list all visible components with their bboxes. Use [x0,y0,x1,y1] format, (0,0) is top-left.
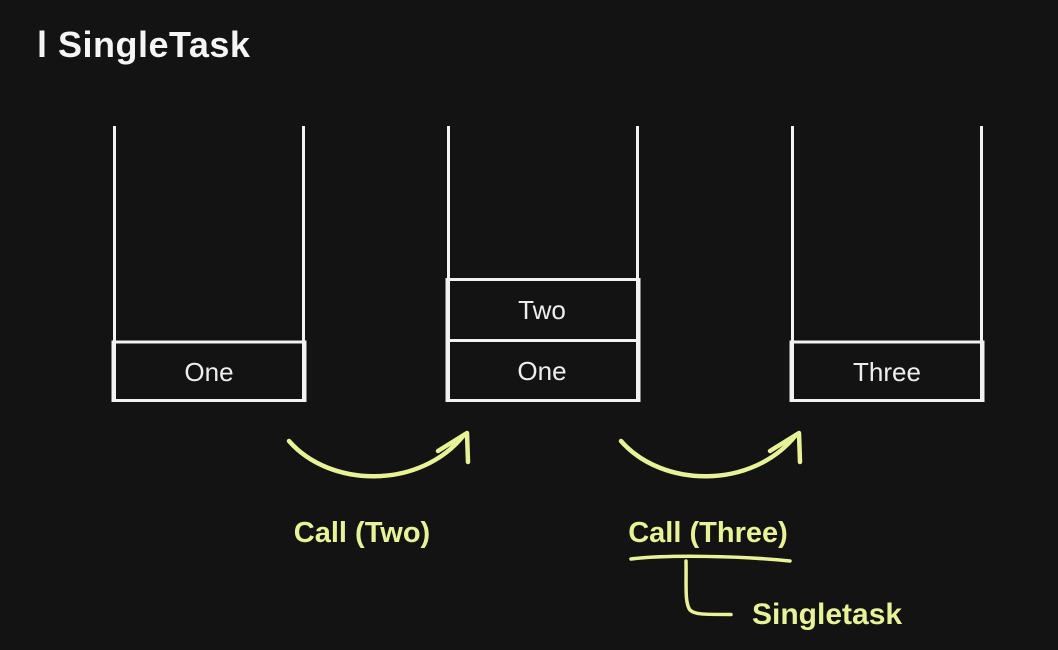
underline-stroke [629,554,792,563]
call-arrow-two: Call (Three) [618,430,803,549]
call-arrow-one: Call (Two) [286,430,471,549]
curved-arrow-icon [286,432,467,479]
call-label: Call (Two) [294,517,430,549]
page-title: l SingleTask [37,24,251,65]
arrowhead-icon [767,430,803,465]
stack-item-label: One [517,356,566,386]
task-stack-middle: Two One [445,126,641,402]
annotation-label: Singletask [752,598,902,631]
arrowhead-icon [435,430,471,465]
curved-arrow-icon [618,432,799,479]
task-stack-right: Three [789,126,985,402]
task-stack-left: One [111,126,307,402]
stack-item-label: Three [853,357,921,387]
connector-stroke [684,559,733,617]
call-label: Call (Three) [628,517,788,549]
stack-item-label: One [184,357,233,387]
stack-item-box [789,340,985,402]
annotation-group: Singletask [629,554,902,631]
stack-item-box [111,340,307,402]
stack-item-label: Two [518,295,566,325]
stack-item-box [445,339,641,402]
